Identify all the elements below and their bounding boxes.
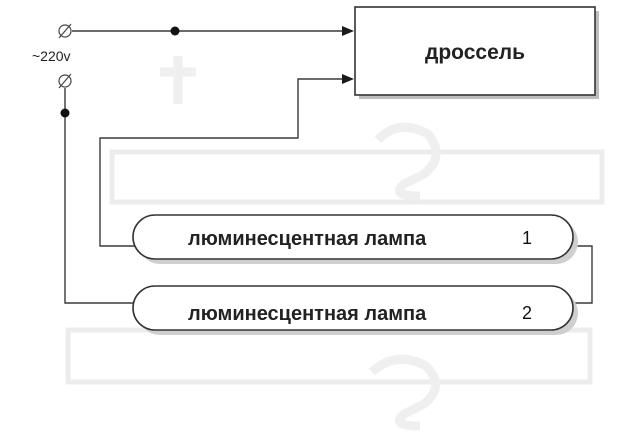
ghost-glyph-upper: [374, 122, 441, 201]
arrow-top: [342, 26, 354, 36]
terminal-bottom: [58, 73, 72, 89]
lamp-1-label: люминесцентная лампа: [188, 228, 427, 250]
wire-choke-to-lamp1: [99, 78, 344, 247]
ghost-glyph-left: [160, 56, 196, 104]
junction-dot-left: [60, 108, 70, 118]
lamp-1-number: 1: [522, 228, 532, 248]
terminal-top: [58, 23, 72, 39]
wire-lamp-bridge: [572, 245, 593, 304]
lamp-2-number: 2: [522, 303, 532, 323]
lamp-2: люминесцентная лампа 2: [132, 285, 578, 335]
junction-dot-top: [170, 26, 180, 36]
choke-box: дроссель: [354, 6, 599, 99]
voltage-label: ~220v: [32, 48, 71, 64]
lamp-1-tube: [132, 214, 574, 260]
choke-rect: [354, 6, 596, 96]
wiring: [64, 30, 593, 304]
wire-neutral-to-lamp2: [64, 88, 140, 304]
lamp-2-tube: [132, 285, 574, 331]
ghost-glyph-lower: [368, 354, 440, 431]
lamp-1: люминесцентная лампа 1: [132, 214, 578, 264]
lamp-2-label: люминесцентная лампа: [188, 303, 427, 325]
arrow-bottom: [342, 74, 354, 84]
choke-label: дроссель: [425, 41, 525, 64]
ghost-frame-lower: [65, 327, 593, 385]
ghost-frame-upper: [109, 149, 605, 205]
